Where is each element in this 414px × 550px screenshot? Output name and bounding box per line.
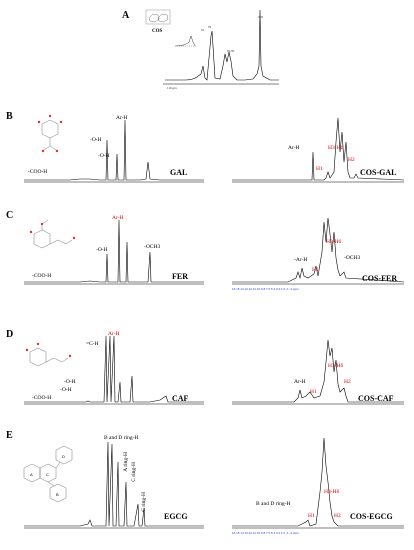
svg-text:CH3: CH3 bbox=[258, 16, 263, 19]
cos-gal-h36: H3-H6 bbox=[328, 145, 344, 151]
cos-egcg-bd-ring: B and D ring-H bbox=[256, 501, 291, 507]
ring-label-c: C bbox=[46, 472, 49, 477]
panel-b-left: Ar-H -O-H -O-H -COO-H GAL bbox=[20, 112, 206, 192]
caf-structure bbox=[25, 342, 72, 367]
panel-label-e: E bbox=[6, 430, 13, 441]
cos-fer-h1: H1 bbox=[312, 267, 319, 273]
panel-a-spectrum: H1 H2 H3-H6 CH3 1.00 ppm bbox=[145, 9, 279, 90]
ring-label-d: D bbox=[62, 454, 65, 459]
ring-label-b: B bbox=[56, 492, 59, 497]
fer-ar-h: Ar-H bbox=[112, 215, 124, 221]
cos-structure bbox=[145, 9, 171, 25]
fer-structure bbox=[29, 219, 76, 249]
svg-text:H1: H1 bbox=[201, 29, 205, 32]
panel-d-right: Ar-H H1 H2 H3-H6 COS-CAF bbox=[228, 332, 408, 416]
panel-label-a: A bbox=[122, 10, 130, 21]
cos-fer-ar-h: -Ar-H bbox=[294, 257, 308, 263]
cos-gal-ar-h: Ar-H bbox=[288, 145, 300, 151]
cos-fer-name: COS-FER bbox=[362, 274, 398, 283]
cos-egcg-spectrum: 16 15 14 13 12 11 10 9 8 7 6 5 4 3 2 1 0… bbox=[232, 437, 404, 535]
cos-gal-h2: H2 bbox=[348, 157, 355, 163]
cos-caf-h2: H2 bbox=[344, 379, 351, 385]
caf-oh-2: -O-H bbox=[60, 387, 72, 393]
gal-spectrum bbox=[24, 114, 204, 183]
gal-oh-2: -O-H bbox=[98, 153, 110, 159]
panel-a: H1 H2 H3-H6 CH3 1.00 ppm COS bbox=[145, 6, 283, 102]
cos-egcg-h2: H2 bbox=[334, 513, 341, 519]
svg-text:H3-H6: H3-H6 bbox=[227, 50, 235, 53]
cos-gal-spectrum bbox=[232, 117, 405, 183]
panel-e-right: 16 15 14 13 12 11 10 9 8 7 6 5 4 3 2 1 0… bbox=[228, 432, 408, 536]
panel-c-left: Ar-H -O-H -OCH3 -COO-H FER bbox=[20, 212, 206, 296]
cos-fer-spectrum: 16 15 14 13 12 11 10 9 8 7 6 5 4 3 2 1 0… bbox=[232, 217, 405, 291]
gal-structure bbox=[37, 114, 63, 153]
gal-cooh: -COO-H bbox=[28, 169, 48, 175]
gal-ar-h: Ar-H bbox=[116, 115, 128, 121]
gal-oh-1: -O-H bbox=[90, 137, 102, 143]
svg-text:16 15 14 13 12 11 10 9 8 7 6 5: 16 15 14 13 12 11 10 9 8 7 6 5 4 3 2 1 0… bbox=[232, 287, 299, 291]
caf-oh-1: -O-H bbox=[64, 379, 76, 385]
panel-label-b: B bbox=[6, 111, 13, 122]
cos-egcg-h1: H1 bbox=[308, 513, 315, 519]
cos-egcg-axis: 16 15 14 13 12 11 10 9 8 7 6 5 4 3 2 1 0… bbox=[232, 531, 299, 535]
cos-fer-och3: -OCH3 bbox=[344, 255, 361, 261]
panel-label-d: D bbox=[6, 329, 14, 340]
cos-gal-h1: H1 bbox=[316, 166, 323, 172]
panel-e-left: A C B D B and D ring-H A ring-H C ring-H… bbox=[20, 432, 206, 536]
fer-och3: -OCH3 bbox=[144, 244, 161, 250]
cos-caf-name: COS-CAF bbox=[358, 394, 394, 403]
cos-caf-spectrum bbox=[232, 339, 404, 405]
egcg-c-ring-1: C ring-H bbox=[131, 462, 137, 482]
panel-label-c: C bbox=[6, 210, 14, 221]
cos-fer-h36: H3-H6 bbox=[326, 239, 342, 245]
caf-spectrum bbox=[24, 335, 204, 405]
fer-name: FER bbox=[172, 272, 188, 281]
cos-tag: COS bbox=[152, 29, 163, 34]
cos-egcg-h36: H3-H6 bbox=[324, 489, 340, 495]
ring-label-a: A bbox=[30, 472, 33, 477]
panel-b-right: Ar-H H1 H2 H3-H6 COS-GAL bbox=[228, 112, 408, 192]
svg-text:1.00 ppm: 1.00 ppm bbox=[167, 87, 177, 90]
panel-d-left: Ar-H =C-H -O-H -O-H -COO-H CAF bbox=[20, 331, 206, 416]
panel-c-right: 16 15 14 13 12 11 10 9 8 7 6 5 4 3 2 1 0… bbox=[228, 212, 408, 296]
fer-spectrum bbox=[24, 219, 204, 285]
egcg-c-ring-2: C ring-H bbox=[141, 492, 147, 512]
egcg-a-ring: A ring-H bbox=[123, 452, 129, 472]
egcg-name: EGCG bbox=[164, 512, 188, 521]
cos-caf-h1: H1 bbox=[310, 389, 317, 395]
cos-caf-h36: H3-H6 bbox=[328, 363, 344, 369]
cos-egcg-name: COS-EGCG bbox=[350, 512, 393, 521]
cos-fer-axis: 16 15 14 13 12 11 10 9 8 7 6 5 4 3 2 1 0… bbox=[232, 287, 299, 291]
caf-ch: =C-H bbox=[86, 341, 99, 347]
caf-name: CAF bbox=[172, 394, 189, 403]
svg-text:H2: H2 bbox=[208, 26, 212, 29]
egcg-structure bbox=[23, 445, 73, 503]
egcg-bd-ring: B and D ring-H bbox=[104, 435, 139, 441]
gal-name: GAL bbox=[170, 168, 188, 177]
egcg-spectrum: A C B D bbox=[23, 441, 204, 529]
fer-cooh: -COO-H bbox=[32, 273, 52, 279]
caf-cooh: -COO-H bbox=[32, 395, 52, 401]
cos-caf-ar-h: Ar-H bbox=[294, 379, 306, 385]
fer-oh: -O-H bbox=[96, 247, 108, 253]
cos-gal-name: COS-GAL bbox=[360, 168, 397, 177]
svg-text:16 15 14 13 12 11 10 9 8 7 6 5: 16 15 14 13 12 11 10 9 8 7 6 5 4 3 2 1 0… bbox=[232, 531, 299, 535]
caf-ar-h: Ar-H bbox=[108, 331, 120, 337]
